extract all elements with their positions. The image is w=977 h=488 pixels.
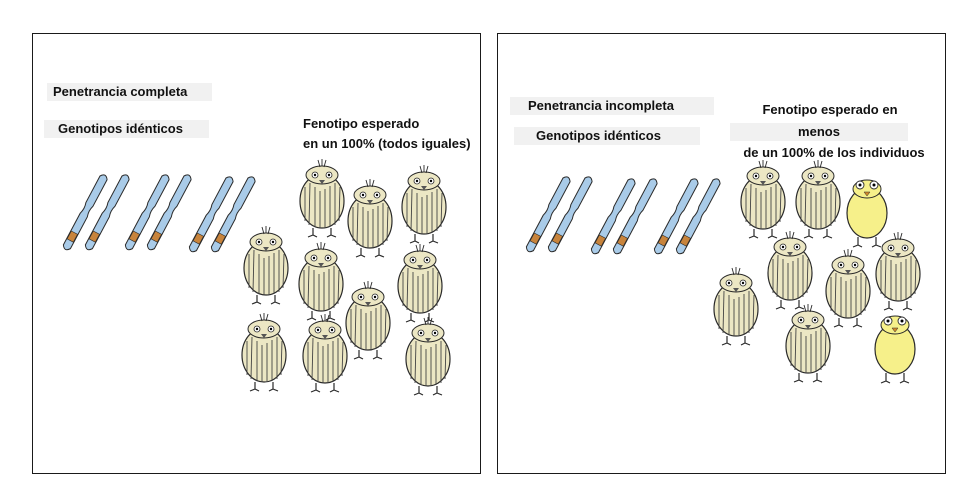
right-phenotype-line1: Fenotipo esperado en xyxy=(762,102,898,117)
unaffected-individual xyxy=(846,179,888,248)
unaffected-individual xyxy=(874,315,916,384)
affected-individual xyxy=(785,303,831,383)
affected-individual xyxy=(767,230,813,310)
affected-individual xyxy=(302,313,348,393)
affected-individual xyxy=(298,241,344,321)
chromosome-pair xyxy=(61,172,131,252)
complete-penetrance-panel: Penetrancia completa Genotipos idénticos… xyxy=(32,33,481,474)
affected-individual xyxy=(243,225,289,305)
right-title: Penetrancia incompleta xyxy=(510,97,714,115)
chromosome-pair xyxy=(123,172,193,252)
right-genotype-label: Genotipos idénticos xyxy=(514,127,700,145)
left-phenotype-line1: Fenotipo esperado xyxy=(303,116,420,131)
affected-individual xyxy=(401,164,447,244)
right-phenotype-line3: de un 100% de los individuos xyxy=(743,145,925,160)
affected-individual xyxy=(299,158,345,238)
affected-individual xyxy=(825,248,871,328)
affected-individual xyxy=(795,159,841,239)
affected-individual xyxy=(397,243,443,323)
left-title: Penetrancia completa xyxy=(47,83,212,101)
left-phenotype-line2: en un 100% (todos iguales) xyxy=(303,136,471,151)
left-genotype-label: Genotipos idénticos xyxy=(44,120,209,138)
affected-individual xyxy=(347,178,393,258)
chromosome-pair xyxy=(589,176,659,256)
affected-individual xyxy=(241,312,287,392)
affected-individual xyxy=(875,231,921,311)
right-phenotype-line2: menos xyxy=(730,123,908,141)
affected-individual xyxy=(740,159,786,239)
affected-individual xyxy=(345,280,391,360)
chromosome-pair xyxy=(187,174,257,254)
chromosome-pair xyxy=(524,174,594,254)
affected-individual xyxy=(713,266,759,346)
chromosome-pair xyxy=(652,176,722,256)
incomplete-penetrance-panel: Penetrancia incompleta Genotipos idéntic… xyxy=(497,33,946,474)
affected-individual xyxy=(405,316,451,396)
